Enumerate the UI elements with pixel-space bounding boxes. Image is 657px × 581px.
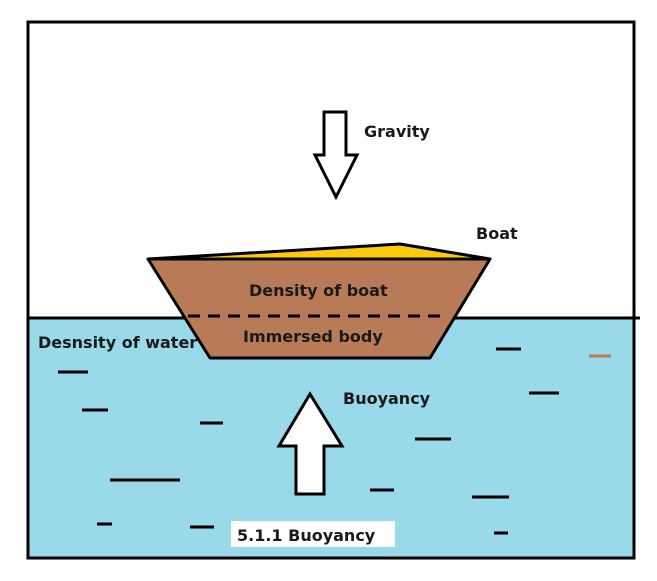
immersed-body-label: Immersed body: [243, 327, 383, 346]
water-dashes: [58, 347, 559, 535]
boat-label: Boat: [476, 224, 518, 243]
density-of-water-label: Desnsity of water: [38, 333, 197, 352]
diagram-frame: [26, 20, 636, 560]
boat-deck: [146, 242, 492, 261]
gravity-arrow-icon: [312, 110, 360, 201]
boat-hull: [146, 257, 492, 360]
gravity-label: Gravity: [364, 122, 430, 141]
buoyancy-label: Buoyancy: [343, 389, 431, 408]
caption-box: [231, 521, 395, 547]
density-of-boat-label: Density of boat: [249, 281, 388, 300]
caption-text: 5.1.1 Buoyancy: [237, 526, 376, 545]
buoyancy-arrow-icon: [276, 391, 345, 496]
